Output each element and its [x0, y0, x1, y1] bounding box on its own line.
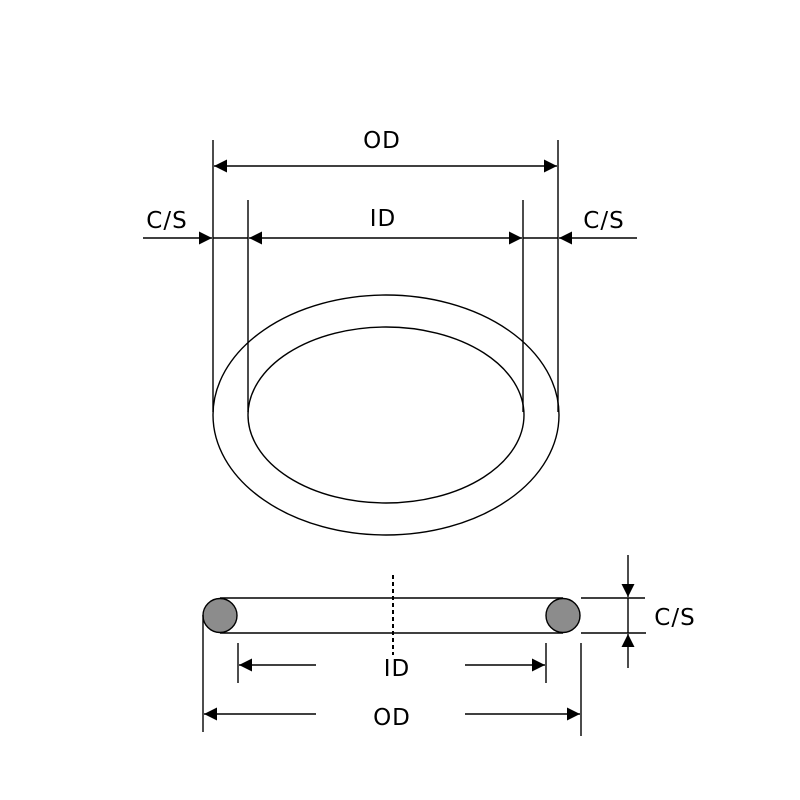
- top-view: OD ID C/S C/S: [143, 128, 637, 536]
- cs-right-label: C/S: [583, 208, 624, 234]
- cross-section-left: [202, 597, 238, 634]
- od-label: OD: [363, 128, 401, 154]
- id-label: ID: [384, 656, 411, 682]
- cs-left-label: C/S: [146, 208, 187, 234]
- inner-ring-edge: [247, 326, 525, 504]
- cs-label: C/S: [654, 605, 695, 631]
- od-label: OD: [373, 705, 411, 731]
- outer-ring-edge: [212, 294, 560, 536]
- side-view: ID OD C/S: [202, 555, 695, 736]
- id-label: ID: [370, 206, 397, 232]
- cross-section-right: [545, 597, 581, 634]
